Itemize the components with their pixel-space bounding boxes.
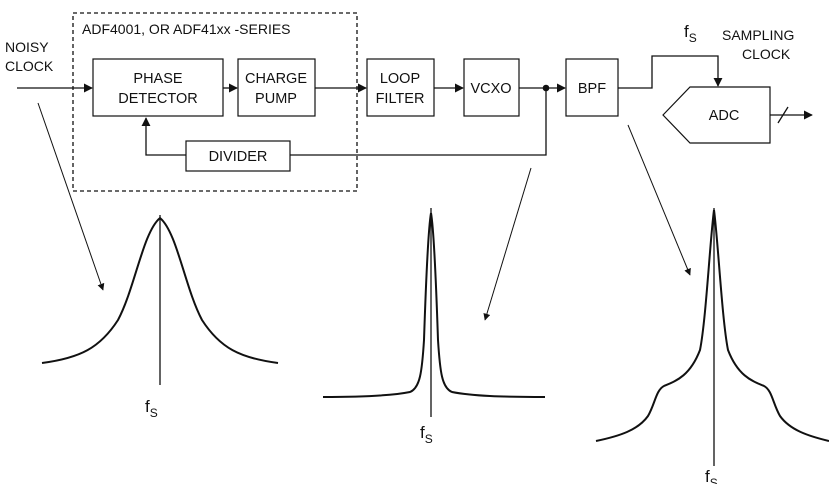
spectrum3-curve (595, 209, 829, 442)
phase-detector-label-line2: DETECTOR (118, 91, 198, 107)
pointer-input-to-spectrum (37, 102, 105, 291)
pll-group-label: ADF4001, OR ADF41xx -SERIES (82, 21, 291, 37)
phase-detector-label-line1: PHASE (133, 71, 182, 87)
spectrum1-fs-label: fS (145, 397, 158, 420)
sampling-clock-label-line1: SAMPLING (722, 27, 794, 43)
spectrum1-curve (41, 216, 279, 364)
divider-to-pd-arrow (141, 117, 186, 156)
clock-fs-label: fS (684, 22, 697, 45)
feedback-to-divider-wire (290, 88, 547, 156)
divider-label: DIVIDER (209, 149, 268, 165)
pointer-vcxo-to-spectrum (483, 167, 532, 321)
bpf-to-adc-clock-arrow (618, 55, 723, 89)
noisy-clock-label-line2: CLOCK (5, 58, 54, 74)
vcxo-block (463, 58, 520, 117)
phase-detector-block (92, 58, 224, 117)
spectrum3-fs-label: fS (705, 467, 718, 484)
adc-label: ADC (709, 108, 740, 124)
sampling-clock-label-line2: CLOCK (742, 46, 791, 62)
loop-filter-block (366, 58, 435, 117)
divider-block (185, 140, 291, 172)
pointer-bpf-to-spectrum (627, 124, 691, 276)
pll-group-boundary (72, 12, 358, 192)
spectrum2-curve (322, 212, 546, 398)
bpf-label: BPF (578, 81, 606, 97)
noisy-clock-label-line1: NOISY (5, 39, 49, 55)
loop-filter-label-line2: FILTER (376, 91, 425, 107)
charge-pump-block (237, 58, 316, 117)
bpf-block (565, 58, 619, 117)
charge-pump-label-line1: CHARGE (245, 71, 307, 87)
adc-bus-slash (777, 106, 789, 124)
spectrum2-fs-label: fS (420, 423, 433, 446)
vcxo-label: VCXO (470, 81, 511, 97)
loop-filter-label-line1: LOOP (380, 71, 420, 87)
charge-pump-label-line2: PUMP (255, 91, 297, 107)
